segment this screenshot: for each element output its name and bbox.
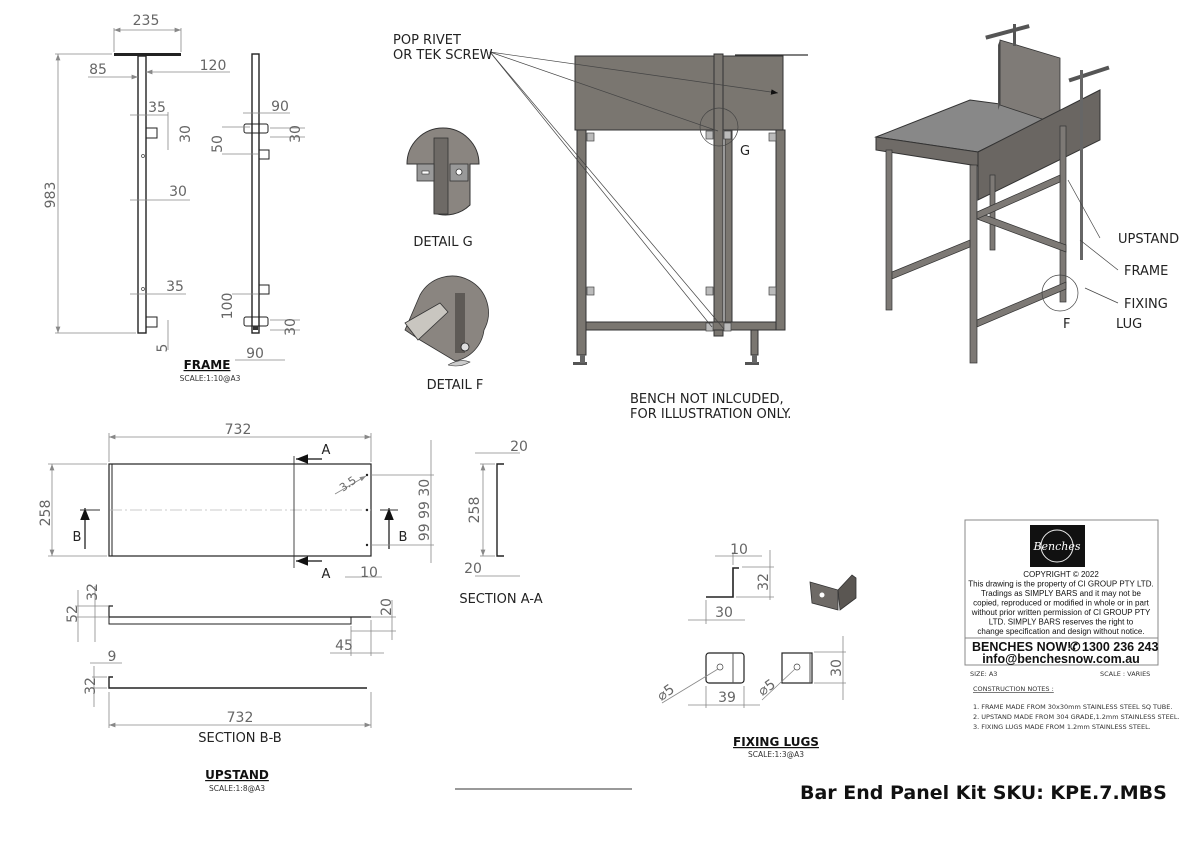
dim-frame-left-offset: 85	[89, 62, 107, 78]
dim-lug-top: 10	[730, 542, 748, 558]
detail-g-marker: G	[740, 144, 750, 159]
construction-notes-title: CONSTRUCTION NOTES :	[973, 685, 1054, 693]
legal-line-2: Tradings as SIMPLY BARS and it may not b…	[981, 589, 1141, 598]
dim-lug-hole-1: ⌀5	[654, 681, 677, 704]
dim-frame-tube-width: 30	[169, 184, 187, 200]
iso-label-fixing: FIXING	[1124, 297, 1168, 312]
logo-text: Benches	[1032, 540, 1080, 553]
dim-lug-hole-2: ⌀5	[755, 676, 778, 699]
callout-line-2: OR TEK SCREW	[393, 48, 493, 63]
dim-side-plate-bottom-height: 30	[283, 318, 299, 336]
section-bb-label: SECTION B-B	[198, 731, 281, 746]
title-block: Benches COPYRIGHT © 2022 This drawing is…	[964, 519, 1180, 731]
bench-note-line-2: FOR ILLUSTRATION ONLY.	[630, 407, 791, 422]
legal-line-5: LTD. SIMPLY BARS reserves the right to	[989, 618, 1134, 627]
fixing-lugs-title: FIXING LUGS	[733, 735, 819, 749]
dim-lug-width: 39	[718, 690, 736, 706]
dim-frame-top-width: 235	[133, 13, 160, 29]
phone-number: 1300 236 243	[1082, 640, 1159, 654]
dim-side-plate-top-width: 90	[271, 99, 289, 115]
dim-hole-spacing: 99 99 30	[417, 479, 433, 541]
callout-line-1: POP RIVET	[393, 33, 461, 48]
sheet-scale: SCALE : VARIES	[1100, 670, 1150, 678]
legal-line-1: This drawing is the property of CI GROUP…	[968, 580, 1153, 589]
iso-label-frame: FRAME	[1124, 264, 1168, 279]
section-bb-top: 32 52 20 45	[65, 583, 396, 656]
section-a-marker-top: A	[322, 443, 331, 458]
detail-f-label: DETAIL F	[427, 378, 484, 393]
construction-note-3: 3. FIXING LUGS MADE FROM 1.2mm STAINLESS…	[973, 723, 1151, 731]
dim-upstand-length: 732	[225, 422, 252, 438]
upstand-view: 732 258 3.5 99 99 30 10 A A B B	[38, 422, 434, 582]
phone-icon: ✆	[1070, 640, 1081, 654]
brand-name: BENCHES NOW!	[972, 640, 1071, 654]
section-bb: 9 32 732 SECTION B-B UPSTAND SCALE:1:8@A…	[83, 649, 372, 793]
company-logo: Benches	[1030, 525, 1085, 567]
dim-frame-tab-top-width: 35	[148, 100, 166, 116]
dim-b2-height: 32	[83, 677, 99, 695]
dim-bb-total: 52	[65, 605, 81, 623]
dim-aa-height: 258	[467, 497, 483, 524]
section-aa: 20 258 20 SECTION A-A	[459, 439, 542, 607]
dim-frame-height: 983	[43, 182, 59, 209]
dim-side-plate-top-height: 30	[288, 125, 304, 143]
legal-line-4: without prior written permission of CI G…	[971, 608, 1151, 617]
dim-edge-offset: 10	[360, 565, 378, 581]
assembly-front-view: G POP RIVET OR TEK SCREW BENCH NOT INLCU…	[393, 33, 808, 422]
frame-side-view: 90 30 50 100 30 90 FRAME SCALE:1:10@A3	[180, 53, 305, 383]
dim-aa-bottom: 20	[464, 561, 482, 577]
dim-aa-top: 20	[510, 439, 528, 455]
legal-line-3: copied, reproduced or modified in whole …	[973, 599, 1149, 608]
iso-label-lug: LUG	[1116, 317, 1142, 332]
dim-frame-right-offset: 120	[200, 58, 227, 74]
email: info@benchesnow.com.au	[982, 652, 1140, 666]
isometric-view: UPSTAND FRAME FIXING LUG F	[874, 24, 1179, 364]
dim-bb-top: 32	[85, 583, 101, 601]
legal-line-6: change specification and design without …	[977, 627, 1144, 636]
iso-detail-f-marker: F	[1063, 317, 1070, 332]
dim-lug-depth: 30	[829, 659, 845, 677]
detail-f: DETAIL F	[404, 275, 489, 393]
upstand-scale: SCALE:1:8@A3	[209, 784, 265, 793]
section-a-marker-bottom: A	[322, 567, 331, 582]
dim-hole-dia: 3.5	[337, 474, 359, 495]
dim-lug-height: 32	[756, 573, 772, 591]
frame-front-view: 235 85 120 983 35 30 30 35 5	[43, 13, 230, 352]
construction-note-2: 2. UPSTAND MADE FROM 304 GRADE,1.2mm STA…	[973, 713, 1180, 721]
detail-g-label: DETAIL G	[413, 235, 472, 250]
section-b-marker-right: B	[399, 530, 408, 545]
dim-bb-right: 20	[379, 598, 395, 616]
copyright: COPYRIGHT © 2022	[1023, 570, 1099, 579]
dim-upstand-height: 258	[38, 500, 54, 527]
dim-frame-bottom-gap: 5	[155, 344, 171, 353]
construction-note-1: 1. FRAME MADE FROM 30x30mm STAINLESS STE…	[973, 703, 1172, 711]
dim-side-spacing: 50	[210, 135, 226, 153]
dim-frame-tab-bottom-width: 35	[166, 279, 184, 295]
iso-label-upstand: UPSTAND	[1118, 232, 1179, 247]
dim-side-bottom-spacing: 100	[220, 293, 236, 320]
fixing-lugs-view: 10 32 30 ⌀5 ⌀5 39 30 FIXING LUGS SCALE:1…	[654, 542, 857, 759]
section-aa-label: SECTION A-A	[459, 592, 542, 607]
fixing-lugs-scale: SCALE:1:3@A3	[748, 750, 804, 759]
section-b-marker-left: B	[73, 530, 82, 545]
bench-note-line-1: BENCH NOT INLCUDED,	[630, 392, 784, 407]
sheet-size: SIZE: A3	[970, 670, 997, 678]
upstand-title: UPSTAND	[205, 768, 269, 782]
dim-bb-inset: 45	[335, 638, 353, 654]
dim-lug-base: 30	[715, 605, 733, 621]
frame-title: FRAME	[184, 358, 231, 372]
frame-scale: SCALE:1:10@A3	[180, 374, 241, 383]
dim-side-plate-bottom-width: 90	[246, 346, 264, 362]
product-title: Bar End Panel Kit SKU: KPE.7.MBS	[800, 782, 1167, 804]
detail-g: DETAIL G	[406, 127, 480, 250]
dim-b2-lip: 9	[108, 649, 117, 665]
dim-frame-tab-top-height: 30	[178, 125, 194, 143]
dim-b2-length: 732	[227, 710, 254, 726]
